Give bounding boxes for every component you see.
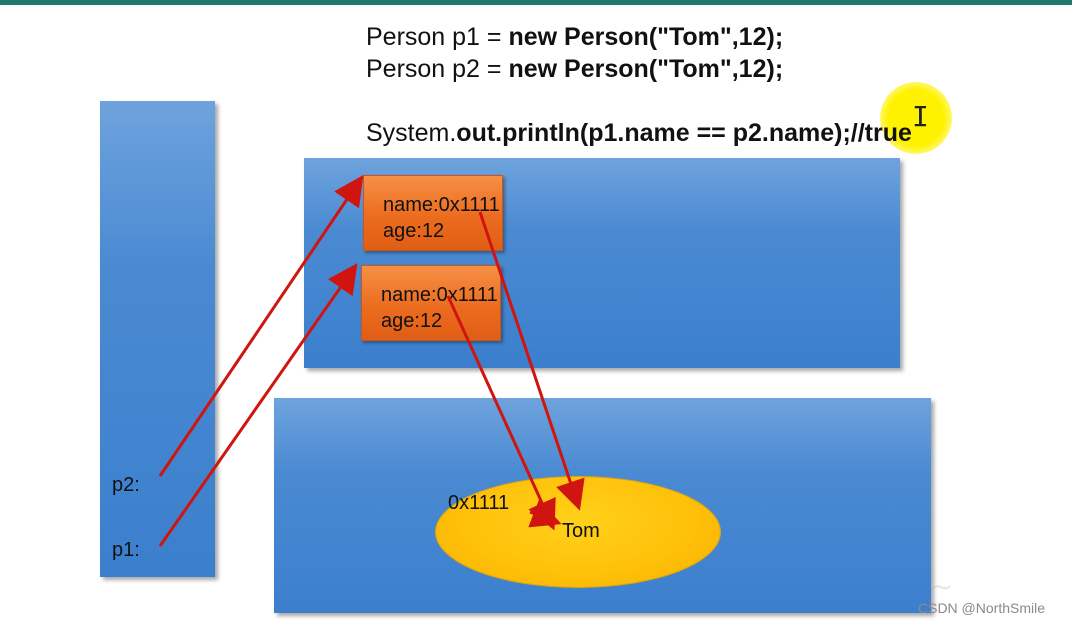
code-line-1-prefix: Person p1 =: [366, 23, 509, 51]
arrow-object-1-to-tom: [478, 211, 585, 511]
code-line-3-prefix: System.: [366, 119, 457, 147]
code-line-1-rest: new Person("Tom",12);: [508, 23, 784, 51]
person-object-2: name:0x1111 age:12: [361, 265, 501, 341]
stack-panel: [100, 101, 215, 577]
arrow-address-to-tom: [528, 499, 562, 528]
code-line-2: Person p2 = new Person("Tom",12);: [366, 54, 783, 84]
person-object-1: name:0x1111 age:12: [363, 175, 503, 251]
cursor-highlight: [880, 82, 952, 154]
string-value-label: Tom: [562, 520, 600, 542]
string-address-label: 0x1111: [448, 492, 510, 514]
watermark-text: CSDN @NorthSmile: [918, 600, 1046, 616]
object-1-age-field: age:12: [383, 220, 445, 242]
object-2-age-field: age:12: [381, 310, 443, 332]
arrow-p1-to-object-2: [158, 263, 358, 547]
top-accent-bar: [0, 0, 1072, 5]
arrow-object-2-to-tom: [446, 295, 556, 531]
object-1-name-field: name:0x1111: [383, 194, 500, 216]
code-line-2-rest: new Person("Tom",12);: [508, 55, 784, 83]
text-cursor-icon: I: [912, 100, 929, 133]
stack-var-p2: p2:: [112, 474, 140, 496]
object-2-name-field: name:0x1111: [381, 284, 498, 306]
arrow-p2-to-object-1: [158, 175, 364, 477]
code-line-1: Person p1 = new Person("Tom",12);: [366, 22, 783, 52]
stack-var-p1: p1:: [112, 539, 140, 561]
code-line-3: System.out.println(p1.name == p2.name);/…: [366, 118, 912, 148]
code-line-3-rest: out.println(p1.name == p2.name);//true: [456, 119, 912, 147]
code-line-2-prefix: Person p2 =: [366, 55, 509, 83]
watermark-script-logo: ~: [930, 570, 958, 603]
